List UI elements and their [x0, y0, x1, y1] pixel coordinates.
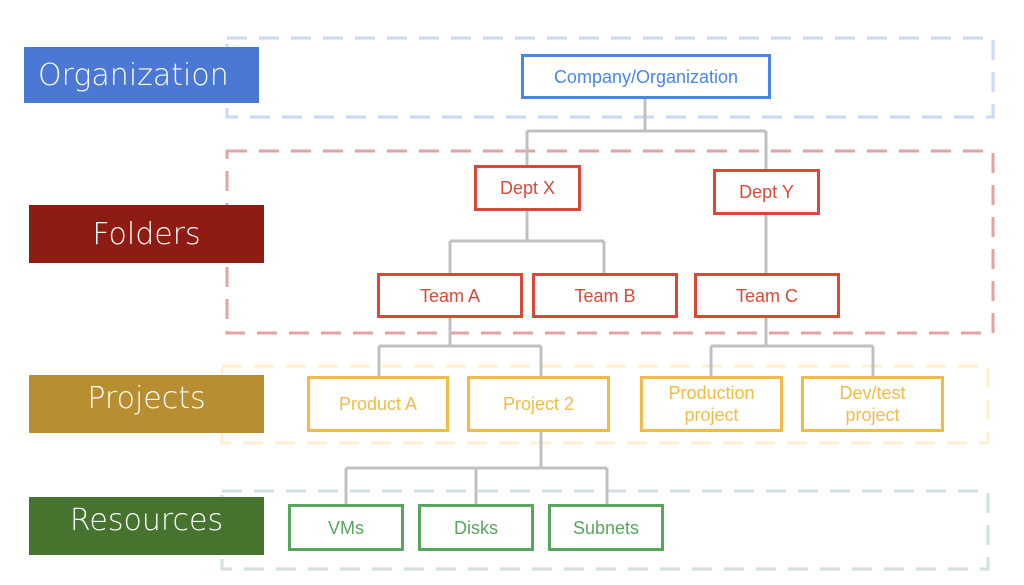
node-subnets[interactable]: Subnets	[548, 504, 664, 551]
level-label-folders: Folders	[29, 205, 264, 263]
connector-deptx-teams	[448, 211, 606, 273]
node-devtest-project[interactable]: Dev/test project	[801, 376, 944, 432]
node-company-organization[interactable]: Company/Organization	[521, 54, 771, 99]
connector-teamc-projects	[709, 318, 875, 376]
connector-company-depts	[525, 98, 768, 170]
level-label-projects: Projects	[29, 375, 264, 433]
node-dept-x[interactable]: Dept X	[474, 165, 581, 211]
connector-project2-resources	[344, 431, 609, 504]
node-team-b[interactable]: Team B	[532, 273, 678, 318]
node-product-a[interactable]: Product A	[307, 376, 449, 432]
node-production-project[interactable]: Production project	[640, 376, 783, 432]
node-project-2[interactable]: Project 2	[467, 376, 610, 432]
level-label-organization: Organization	[24, 47, 259, 103]
connector-teama-projects	[377, 318, 543, 376]
node-vms[interactable]: VMs	[288, 504, 404, 551]
node-team-a[interactable]: Team A	[377, 273, 523, 318]
node-team-c[interactable]: Team C	[694, 273, 840, 318]
level-label-resources: Resources	[29, 497, 264, 555]
node-dept-y[interactable]: Dept Y	[713, 169, 820, 215]
node-disks[interactable]: Disks	[418, 504, 534, 551]
